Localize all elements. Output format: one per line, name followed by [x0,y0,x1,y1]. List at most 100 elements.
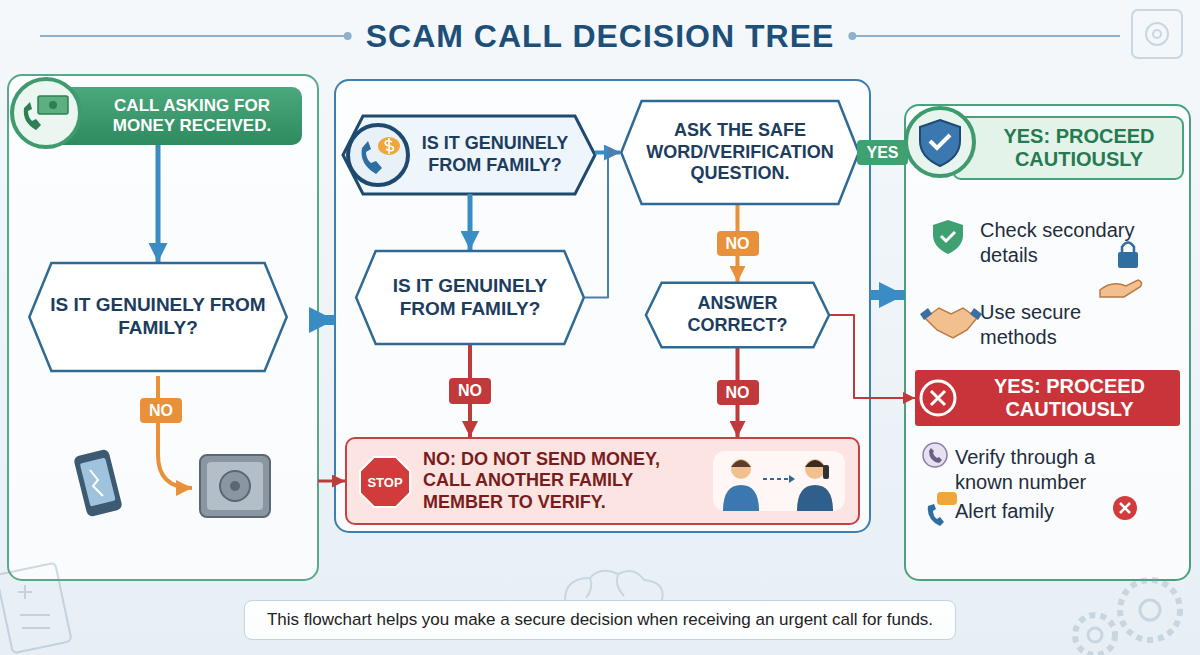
decision-text: IS IT GENUINELY FROM FAMILY? [28,294,288,340]
stop-label: STOP [359,456,411,508]
decision-hexagon: ANSWER CORRECT? [645,282,830,348]
title-rule [852,35,1120,37]
decision-text: IS IT GENUINELY FROM FAMILY? [355,275,585,321]
hair [731,460,751,467]
safe-watermark [1132,10,1182,58]
warning-text: NO: DO NOT SEND MONEY, CALL ANOTHER FAMI… [423,449,685,514]
art-part [921,381,955,415]
red-band [915,370,1180,426]
art-part [0,563,72,654]
connector [318,315,335,325]
art-part [1140,600,1160,620]
panel-outline [905,105,1190,580]
art-part [1153,30,1161,38]
art-part [920,308,982,320]
item-text: Verify through a known number [955,445,1155,495]
title-rule [40,35,348,37]
art-part [1122,243,1134,253]
safe-icon [200,455,270,517]
caption-box: This flowchart helps you make a secure d… [244,600,956,640]
art-part [1120,503,1130,513]
header-band: CALL ASKING FOR MONEY RECEIVED. [52,87,302,145]
header-text: CALL ASKING FOR MONEY RECEIVED. [90,96,294,137]
connector [870,290,905,300]
art-part [931,391,945,405]
panel-outline [8,75,318,580]
art-part [207,462,263,510]
handshake-icon [920,308,982,338]
stop-box: STOP NO: DO NOT SEND MONEY, CALL ANOTHER … [345,437,860,525]
broken-phone-icon [73,449,123,518]
art-part [385,138,394,154]
octagon [360,457,410,507]
decision-hexagon: ASK THE SAFE WORD/VERIFICATION QUESTION. [620,100,860,205]
art-part [1146,23,1168,45]
icon-circle [348,125,408,185]
art-part [90,470,103,496]
lock-hand-icon [1100,243,1142,298]
panel-fills [8,75,1190,580]
call-line [763,478,791,480]
icon-circle [906,108,974,176]
header-band [52,87,302,145]
header-band: YES: PROCEED CAUTIOUSLY [915,370,1180,426]
small-shield-icon [933,220,963,254]
connector [585,153,620,298]
body [723,485,759,511]
edge-tag: NO [717,231,759,256]
step-panel: CALL ASKING FOR MONEY RECEIVED. IS IT GEN… [8,75,318,580]
gear-watermark [1075,580,1180,655]
edge-tag: NO [449,378,491,403]
warning-section: YES: PROCEED CAUTIOUSLY Verify through a … [915,370,1180,570]
art-part [73,449,123,518]
people-illustration [709,445,849,517]
item-text: Alert family [955,499,1054,524]
art-part [1075,615,1115,655]
connector [468,194,473,250]
body [797,485,833,511]
red-x-icon [1113,496,1137,520]
edge-tag: YES [857,140,907,165]
art-part [933,220,963,254]
art-part [24,102,41,130]
art-part [929,448,942,463]
title-dot [344,32,352,40]
art-part [1120,580,1180,640]
head [731,459,751,479]
stop-text: STOP [367,475,402,490]
decision-text: ASK THE SAFE WORD/VERIFICATION QUESTION. [620,120,860,185]
icon-circle [12,79,80,147]
hexagon-shape [646,283,829,348]
item-text: Check secondary details [980,218,1150,268]
title-dot [848,32,856,40]
step-item: Verify through a known number [955,442,1155,498]
decision-hexagon: IS IT GENUINELY FROM FAMILY? [355,250,585,345]
art-part [38,96,68,114]
art-part [1088,628,1102,642]
header-band: IS IT GENUINELY FROM FAMILY? [343,116,595,194]
art-part [920,120,960,166]
panel-outline [335,80,870,532]
art-part [18,585,32,599]
chat-phone-icon [928,492,957,526]
yes-band [953,117,1183,179]
step-item: Check secondary details [980,215,1150,271]
connector [156,145,161,262]
art-part [928,504,944,526]
no-path-arrow [158,376,192,488]
header-text: YES: PROCEED CAUTIOUSLY [965,375,1174,421]
art-part [200,455,270,517]
art-part [1118,252,1138,268]
phone-money-icon [24,96,68,130]
art-part [1113,496,1137,520]
no-tag: NO [140,398,182,423]
warning-text-box: NO: DO NOT SEND MONEY, CALL ANOTHER FAMI… [423,439,685,523]
art-part [230,481,240,491]
hair [805,460,825,467]
art-part [565,571,663,600]
bubble [713,451,845,511]
art-part [923,443,947,467]
art-part [80,458,116,507]
